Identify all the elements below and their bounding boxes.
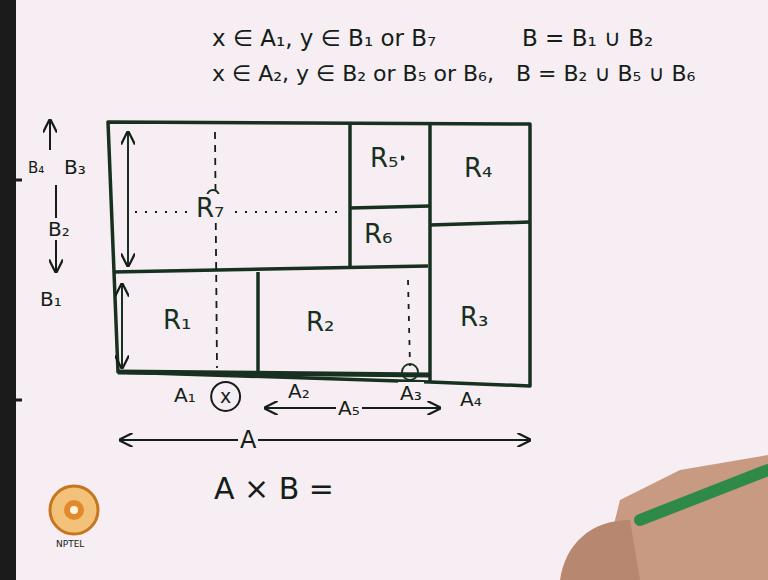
region: R₁ — [113, 272, 258, 372]
axis-label: A₅ — [336, 397, 362, 419]
circle-mark — [211, 382, 240, 411]
axis-label: B₂ — [46, 218, 72, 240]
region: R₆ — [350, 208, 430, 266]
region-label: R₆ — [362, 220, 395, 249]
partition-lines — [108, 122, 530, 386]
dashed-lines — [135, 132, 418, 380]
axis-label: B₄ — [26, 160, 46, 177]
axis-label: x — [218, 386, 233, 407]
axis-label: B₃ — [62, 156, 88, 178]
region-label: R₄ — [462, 154, 495, 183]
axis-label: A₂ — [286, 380, 312, 402]
dimension-arrows — [50, 120, 530, 440]
condition-text: B = B₂ ∪ B₅ ∪ B₆ — [514, 62, 697, 86]
axis-label: B₁ — [38, 288, 64, 310]
region-label: R₇ — [194, 194, 227, 223]
region-label: R₁ — [161, 306, 194, 335]
condition-text: x ∈ A₂, y ∈ B₂ or B₅ or B₆, — [210, 62, 496, 86]
region: R₅ — [350, 124, 430, 208]
axis-label: A₁ — [172, 384, 198, 406]
condition-text: B = B₁ ∪ B₂ — [520, 26, 655, 51]
axis-label: A₃ — [398, 382, 424, 404]
hand — [560, 455, 768, 580]
region-label: R₅ — [368, 144, 401, 173]
axis-label: A — [238, 427, 258, 453]
axis-label: A₄ — [458, 388, 484, 410]
logo — [50, 486, 98, 534]
region: R₃ — [430, 225, 530, 383]
logo-text: NPTEL — [54, 540, 86, 550]
axis-label: A × B = — [212, 472, 336, 505]
region-label: R₂ — [304, 308, 337, 337]
condition-text: x ∈ A₁, y ∈ B₁ or B₇ — [210, 26, 438, 51]
bracket — [14, 180, 22, 400]
region: R₇ — [110, 124, 350, 272]
region: R₄ — [430, 124, 530, 224]
region: R₂ — [258, 272, 430, 374]
region-label: R₃ — [458, 303, 491, 332]
